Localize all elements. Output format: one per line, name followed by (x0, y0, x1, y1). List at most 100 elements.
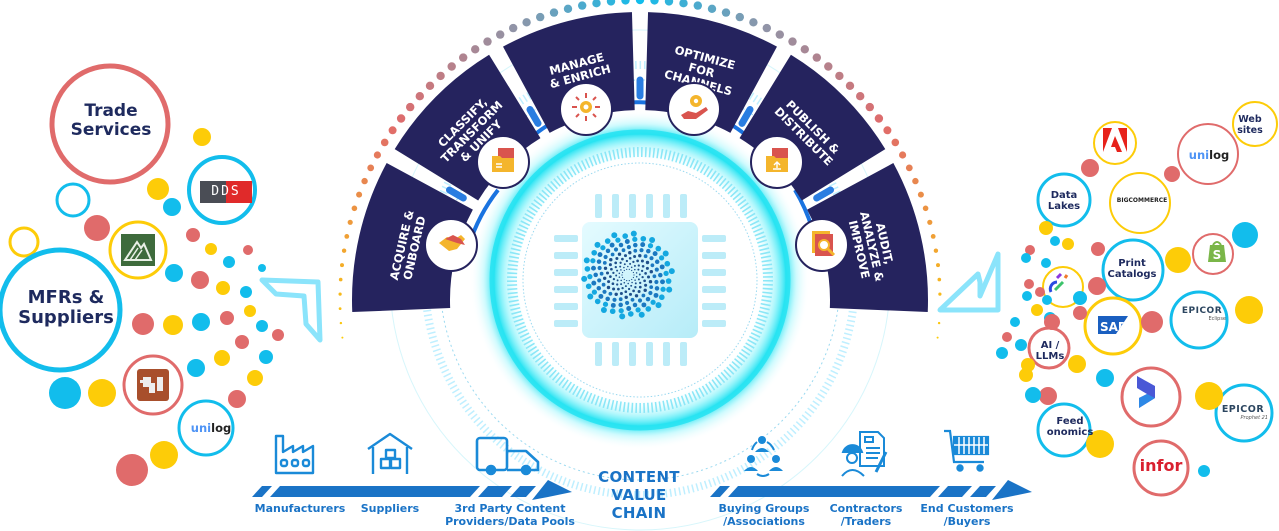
dot-bubble (1073, 306, 1087, 320)
ring-bubble (177, 399, 235, 457)
arc-dot (812, 53, 821, 62)
chain-label-contractors: Contractors /Traders (829, 502, 903, 528)
mountain-logo (121, 234, 155, 266)
ring-bubble (8, 226, 40, 258)
dot-bubble (147, 178, 169, 200)
arc-dot (835, 71, 844, 81)
dot-bubble (132, 313, 154, 335)
print-catalogs-label: Print Catalogs (1107, 258, 1157, 281)
folder-document-icon (487, 144, 519, 180)
stage-badge-manage (559, 82, 613, 136)
chain-label-manufacturers: Manufacturers (254, 502, 346, 515)
stage-connector (526, 105, 542, 127)
arc-dot (536, 12, 545, 22)
stage-connector (738, 105, 754, 127)
arc-dot (341, 336, 344, 339)
arc-dot (905, 164, 913, 172)
outer-dotted-arc (338, 0, 942, 339)
dot-bubble (1031, 304, 1043, 316)
dot-bubble (1015, 339, 1027, 351)
dot-bubble (272, 329, 284, 341)
truck-icon (475, 436, 540, 476)
dot-bubble (163, 198, 181, 216)
stage-badge-classify (476, 135, 530, 189)
svg-text:S: S (1213, 248, 1222, 262)
arc-dot (436, 71, 445, 81)
arc-dot (845, 81, 855, 91)
ring-bubble (1169, 290, 1229, 350)
stage-audit: AUDIT,ANALYZE &IMPROVE (807, 163, 929, 313)
arc-dot (338, 277, 343, 282)
arc-dot (388, 126, 397, 135)
dot-bubble (193, 128, 211, 146)
feedonomics-label: Feed onomics (1046, 416, 1094, 439)
dds-logo: DDS (200, 181, 252, 203)
dot-bubble (1198, 465, 1210, 477)
optimizely-logo (1045, 272, 1071, 302)
spiral-logo (581, 230, 675, 320)
dot-bubble (1235, 296, 1263, 324)
web-sites-label: Web sites (1237, 114, 1263, 136)
dot-bubble (256, 320, 268, 332)
arc-dot (578, 1, 587, 10)
dot-bubble (1022, 291, 1032, 301)
arc-dot (406, 102, 415, 112)
dot-bubble (1096, 369, 1114, 387)
arc-dot (606, 0, 616, 6)
data-lakes-label: Data Lakes (1047, 190, 1081, 213)
arc-dot (775, 30, 784, 39)
ring-bubble (1214, 383, 1274, 443)
bigcommerce-logo: BIGCOMMERCE (1116, 197, 1168, 204)
dot-bubble (223, 256, 235, 268)
arc-dot (459, 53, 468, 62)
arc-dot (635, 0, 645, 5)
handshake-icon (435, 227, 467, 263)
arc-dot (749, 18, 758, 27)
dot-bubble (1164, 166, 1180, 182)
trade-services-label: Trade Services (70, 101, 152, 141)
dot-bubble (150, 441, 178, 469)
arc-dot (937, 321, 941, 325)
adobe-logo (1103, 128, 1127, 158)
arc-dot (912, 177, 919, 185)
chain-label-3rd-party: 3rd Party Content Providers/Data Pools (445, 502, 575, 528)
dot-bubble (1041, 258, 1051, 268)
arc-dot (496, 30, 505, 39)
dot-bubble (259, 350, 273, 364)
chain-label-suppliers: Suppliers (360, 502, 420, 515)
stage-badge-publish (750, 135, 804, 189)
ring-bubble (1132, 439, 1190, 497)
dot-bubble (1044, 314, 1060, 330)
unilog-logo-left: unilog (190, 421, 232, 435)
dot-bubble (191, 271, 209, 289)
stage-label: AUDIT,ANALYZE &IMPROVE (844, 207, 899, 286)
arc-dot (856, 92, 865, 101)
stage-connector (813, 186, 835, 202)
ring-bubble (1036, 402, 1092, 458)
arc-dot (483, 37, 492, 46)
chain-label-buying-groups: Buying Groups /Associations (718, 502, 810, 528)
epicor-p21-logo: EPICOR Prophet 21 (1221, 404, 1268, 421)
dot-bubble (214, 350, 230, 366)
arc-dot (899, 151, 907, 159)
arc-dot (664, 0, 674, 6)
arc-dot (447, 62, 456, 71)
dot-bubble (1165, 247, 1191, 273)
dot-bubble (192, 313, 210, 331)
dot-bubble (1141, 311, 1163, 333)
arc-dot (650, 0, 659, 5)
infor-logo: infor (1139, 456, 1183, 475)
dot-bubble (1086, 430, 1114, 458)
arc-dot (509, 23, 518, 33)
dot-bubble (187, 359, 205, 377)
arc-dot (917, 191, 924, 198)
unilog-logo-right: unilog (1188, 148, 1230, 162)
arc-dot (356, 191, 363, 198)
arc-dot (380, 138, 389, 147)
dot-bubble (1021, 358, 1035, 372)
dot-bubble (1062, 238, 1074, 250)
dot-bubble (88, 379, 116, 407)
dot-bubble (1081, 159, 1099, 177)
arc-dot (592, 0, 601, 8)
